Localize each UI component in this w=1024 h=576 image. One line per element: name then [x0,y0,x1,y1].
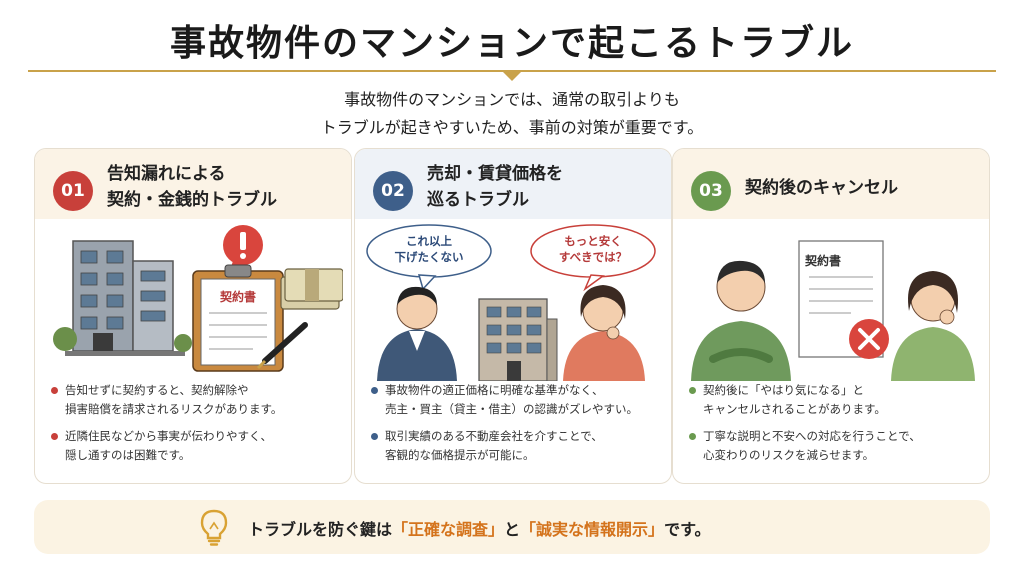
list-item: 契約後に「やはり気になる」と キャンセルされることがあります。 [687,381,983,419]
key-message-text: トラブルを防ぐ鍵は「正確な調査」と「誠実な情報開示」です。 [248,520,711,539]
card-illustration: これ以上 下げたくない もっと安く すべきでは？ [366,224,656,381]
contract-clipboard-icon [192,264,284,372]
apartment-building-icon [53,240,192,356]
woman-worried-icon [891,271,975,381]
list-item: 近隣住民などから事実が伝わりやすく、 隠し通すのは困難です。 [49,427,345,465]
card-header: 03 契約後のキャンセル [673,149,989,219]
list-item: 取引実績のある不動産会社を介すことで、 客観的な価格提示が可能に。 [369,427,665,465]
bullet-dot [689,433,696,440]
card-title: 告知漏れによる 契約・金銭的トラブル [107,161,277,213]
speech-bubble-left [366,224,492,291]
contract-label: 契約書 [804,253,841,268]
list-item: 丁寧な説明と不安への対応を行うことで、 心変わりのリスクを減らせます。 [687,427,983,465]
bullet-dot [51,433,58,440]
card-title-line-1: 売却・賃貸価格を [427,164,563,184]
list-item: 事故物件の適正価格に明確な基準がなく、 売主・買主（貸主・借主）の認識がズレやす… [369,381,665,419]
bubble-left-line-1: これ以上 [406,234,452,248]
bubble-right-line-1: もっと安く [564,234,622,248]
cancel-mark-icon [849,319,889,359]
apartment-building-icon [478,298,558,381]
woman-buyer-icon [563,285,645,381]
card-price-trouble: 02 売却・賃貸価格を 巡るトラブル これ以上 下げたくない もっと安く すべき… [354,148,672,484]
key-message-banner: トラブルを防ぐ鍵は「正確な調査」と「誠実な情報開示」です。 [34,500,990,554]
card-number-badge: 03 [691,171,731,211]
page-title: 事故物件のマンションで起こるトラブル [169,23,854,64]
intro-line-2: トラブルが起きやすいため、事前の対策が重要です。 [320,118,704,137]
bullet-dot [51,387,58,394]
money-stack-icon [280,268,343,310]
bullet-dot [689,387,696,394]
bubble-left-line-2: 下げたくない [395,250,464,264]
man-worried-icon [691,260,791,381]
intro-text: 事故物件のマンションでは、通常の取引よりも トラブルが起きやすいため、事前の対策… [0,86,1024,142]
card-header: 01 告知漏れによる 契約・金銭的トラブル [35,149,351,219]
bullet-dot [371,387,378,394]
title-divider-notch [502,71,522,81]
card-bullet-list: 事故物件の適正価格に明確な基準がなく、 売主・買主（貸主・借主）の認識がズレやす… [369,381,665,473]
card-title-line-2: 巡るトラブル [427,190,529,210]
intro-line-1: 事故物件のマンションでは、通常の取引よりも [344,90,680,109]
contract-label: 契約書 [219,289,256,304]
card-title-line-2: 契約・金銭的トラブル [107,190,277,210]
card-title-line-1: 告知漏れによる [107,164,226,184]
card-notification-trouble: 01 告知漏れによる 契約・金銭的トラブル [34,148,352,484]
card-number-badge: 02 [373,171,413,211]
man-seller-icon [377,286,457,381]
card-bullet-list: 告知せずに契約すると、契約解除や 損害賠償を請求されるリスクがあります。 近隣住… [49,381,345,473]
highlight-accurate-investigation: 「正確な調査」 [392,520,505,539]
highlight-honest-disclosure: 「誠実な情報開示」 [520,520,665,539]
bubble-right-line-2: すべきでは？ [559,250,627,264]
speech-bubble-right [530,224,656,292]
card-header: 02 売却・賃貸価格を 巡るトラブル [355,149,671,219]
card-title: 売却・賃貸価格を 巡るトラブル [427,161,563,213]
card-number-badge: 01 [53,171,93,211]
list-item: 告知せずに契約すると、契約解除や 損害賠償を請求されるリスクがあります。 [49,381,345,419]
card-illustration: 契約書 [53,225,343,372]
bullet-dot [371,433,378,440]
alert-bubble-icon [223,225,263,273]
card-illustration: 契約書 [691,240,975,381]
lightbulb-icon [200,509,228,546]
card-title: 契約後のキャンセル [745,175,898,201]
card-bullet-list: 契約後に「やはり気になる」と キャンセルされることがあります。 丁寧な説明と不安… [687,381,983,473]
pen-icon [256,322,308,370]
card-cancellation: 03 契約後のキャンセル 契約書 [672,148,990,484]
card-title-line-1: 契約後のキャンセル [745,178,898,198]
